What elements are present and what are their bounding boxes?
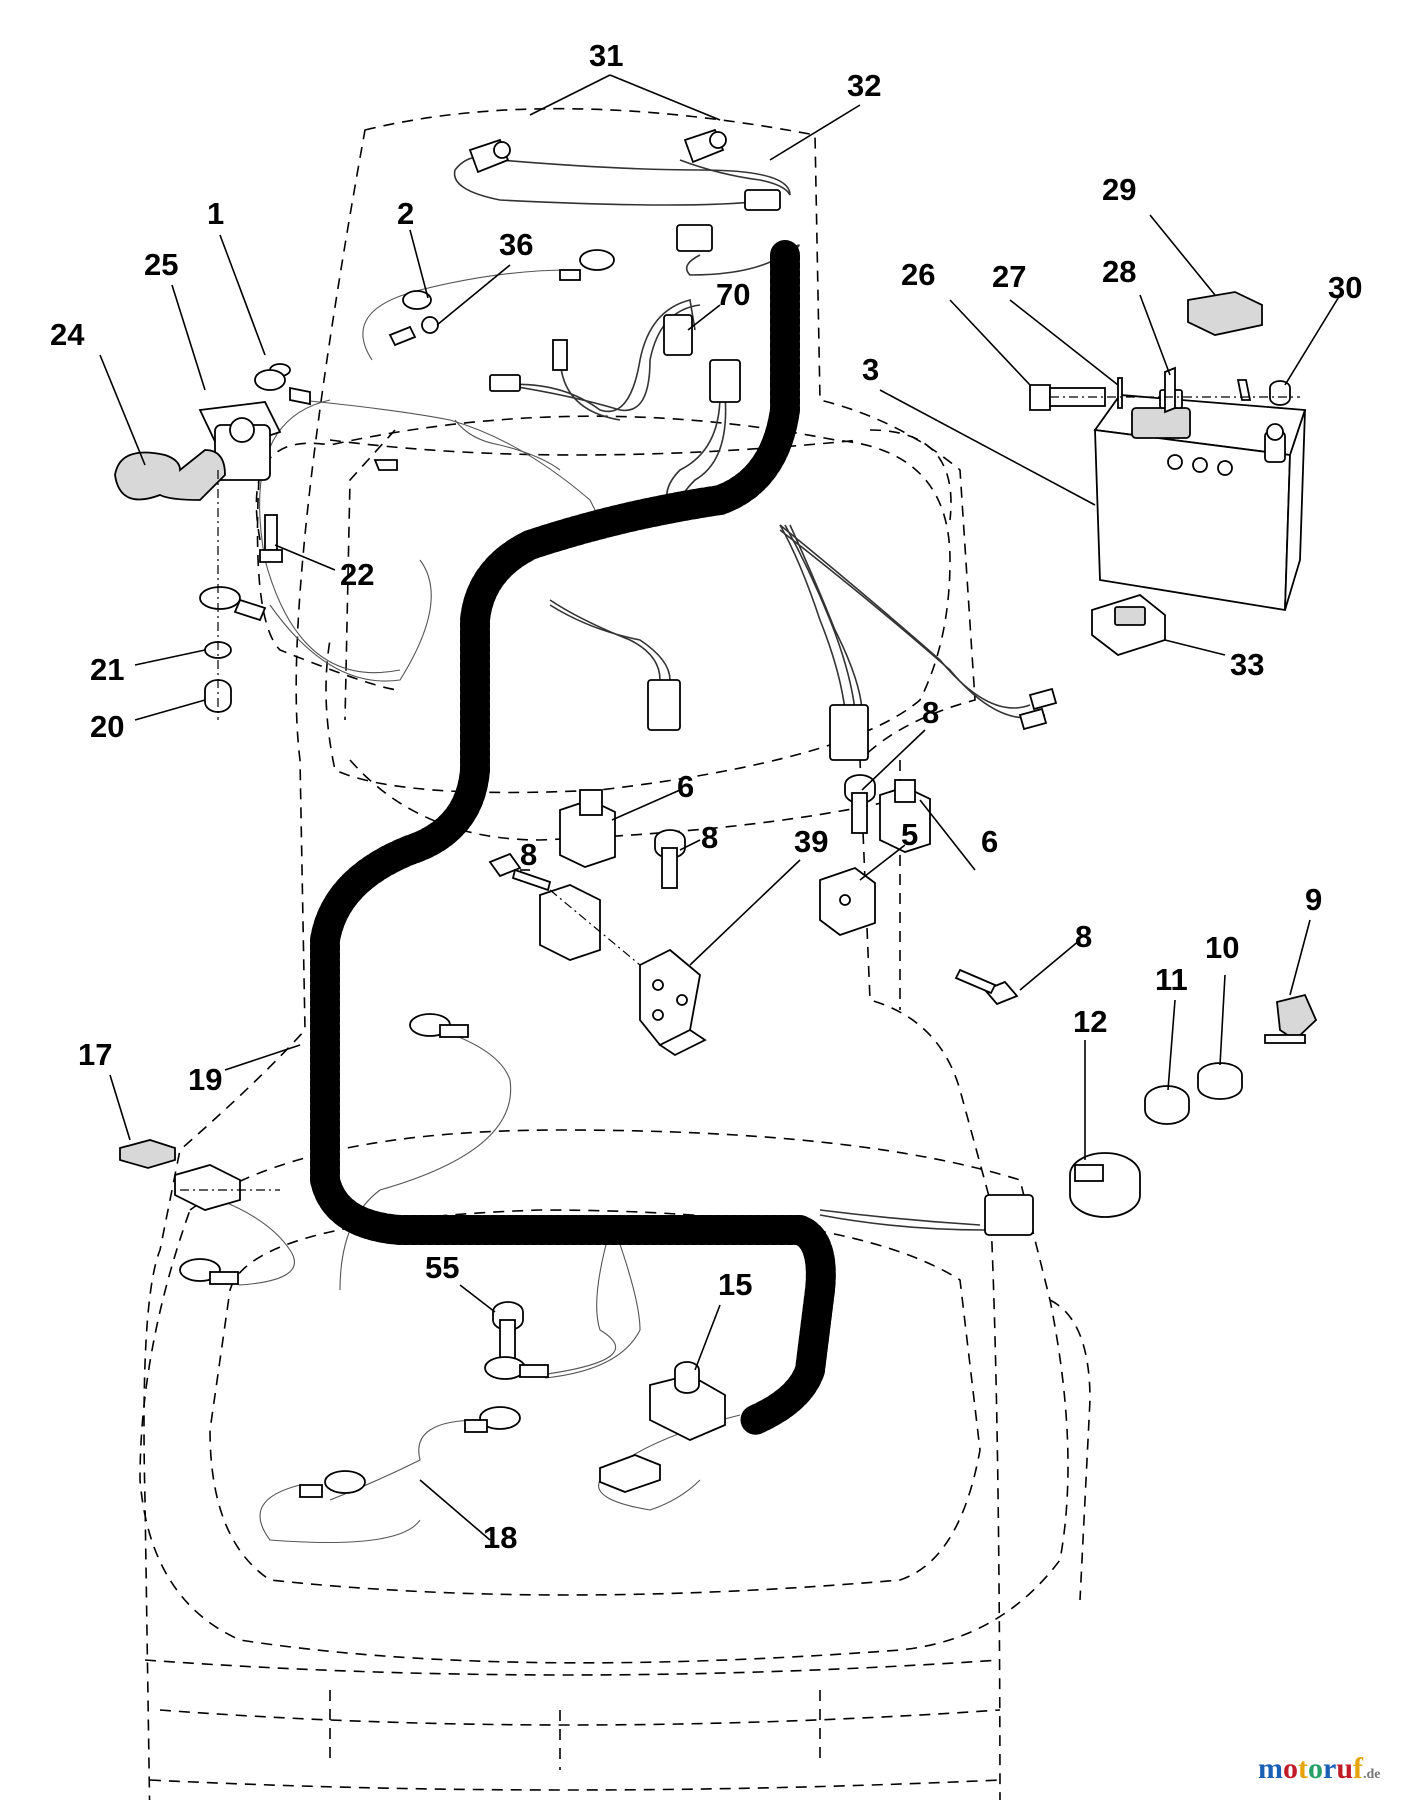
callout-5: 5 xyxy=(901,817,918,852)
callout-1: 1 xyxy=(207,196,224,231)
callout-21: 21 xyxy=(90,652,124,687)
callout-8-center: 8 xyxy=(701,820,718,855)
callout-29: 29 xyxy=(1102,172,1136,207)
callout-6-right: 6 xyxy=(981,824,998,859)
callout-33: 33 xyxy=(1230,647,1264,682)
rocker-switch xyxy=(1091,593,1166,657)
callout-25: 25 xyxy=(144,247,178,282)
callout-32: 32 xyxy=(847,68,881,103)
callout-55: 55 xyxy=(425,1250,459,1285)
watermark-letter: o xyxy=(1283,1752,1298,1785)
tractor-outline xyxy=(139,107,1091,1800)
callout-12: 12 xyxy=(1073,1004,1107,1039)
callout-27: 27 xyxy=(992,259,1026,294)
callout-15: 15 xyxy=(718,1267,752,1302)
hardware-stack-20-21-22 xyxy=(199,470,267,720)
starter-solenoid xyxy=(198,363,311,563)
ground-ring-terminal xyxy=(388,249,615,347)
callout-22: 22 xyxy=(340,557,374,592)
ground-wire-terminals xyxy=(299,1356,549,1498)
callout-labels: 31 32 29 1 2 36 25 70 26 27 28 30 24 3 2… xyxy=(50,38,1362,1555)
callout-28: 28 xyxy=(1102,254,1136,289)
callout-39: 39 xyxy=(794,824,828,859)
watermark-letter: t xyxy=(1298,1752,1308,1785)
callout-30: 30 xyxy=(1328,270,1362,305)
leader-lines xyxy=(99,74,1341,1541)
callout-20: 20 xyxy=(90,709,124,744)
headlight-assembly xyxy=(468,128,781,252)
callout-17: 17 xyxy=(78,1037,112,1072)
callout-11: 11 xyxy=(1155,962,1188,997)
seat-switch xyxy=(599,1361,726,1493)
callout-2: 2 xyxy=(397,196,414,231)
callout-26: 26 xyxy=(901,257,935,292)
bolts xyxy=(488,774,1019,1366)
interlock-switches xyxy=(539,779,931,961)
svg-text:motoruf.de: motoruf.de xyxy=(1258,1752,1381,1785)
callout-70: 70 xyxy=(716,277,750,312)
callout-9: 9 xyxy=(1305,882,1322,917)
callout-8-top-right: 8 xyxy=(922,695,939,730)
callout-8-left: 8 xyxy=(520,837,537,872)
battery-cover xyxy=(1187,291,1263,336)
callout-24: 24 xyxy=(50,317,85,352)
watermark-text: motoruf xyxy=(1258,1752,1364,1785)
harness-wires xyxy=(219,155,1046,1544)
ignition-switch-group xyxy=(984,993,1318,1236)
callout-36: 36 xyxy=(499,227,533,262)
fuse-and-holder xyxy=(119,1013,469,1285)
watermark-letter: r xyxy=(1323,1752,1336,1785)
watermark: motoruf.de xyxy=(1258,1752,1381,1785)
callout-3: 3 xyxy=(862,352,879,387)
coiled-wire-conduit xyxy=(310,240,836,1435)
battery-hardware xyxy=(1029,366,1300,414)
callout-19: 19 xyxy=(188,1062,222,1097)
connectors-upper xyxy=(373,314,1058,761)
callout-18: 18 xyxy=(483,1520,517,1555)
watermark-letter: u xyxy=(1336,1752,1353,1785)
watermark-letter: o xyxy=(1308,1752,1323,1785)
switch-bracket xyxy=(549,866,876,1057)
callout-8-right: 8 xyxy=(1075,919,1092,954)
callout-10: 10 xyxy=(1205,930,1239,965)
watermark-suffix: .de xyxy=(1363,1767,1381,1782)
callout-6-left: 6 xyxy=(677,769,694,804)
watermark-letter: f xyxy=(1353,1752,1364,1785)
watermark-letter: m xyxy=(1258,1752,1283,1785)
terminal-boot xyxy=(114,449,226,501)
battery xyxy=(1093,389,1307,612)
callout-31: 31 xyxy=(589,38,623,73)
